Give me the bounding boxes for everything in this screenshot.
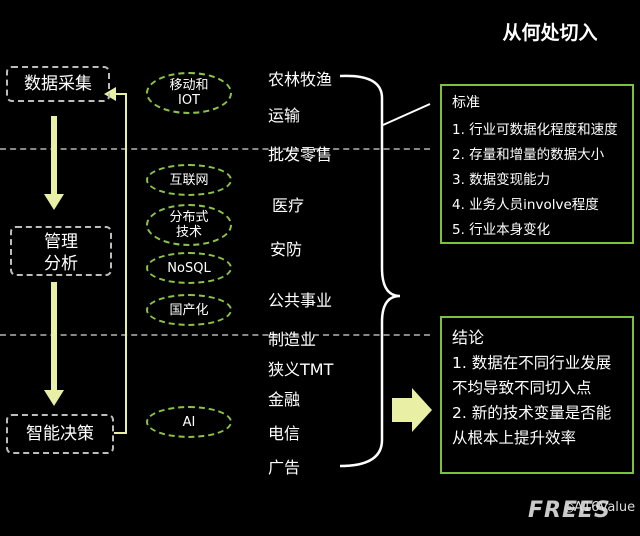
- industry-label: 批发零售: [268, 145, 333, 164]
- tech-oval-nosql: NoSQL: [146, 252, 232, 284]
- tech-label: 国产化: [169, 302, 209, 318]
- watermark-text: A16Value: [574, 500, 636, 515]
- stage-label-line2: 分析: [44, 254, 78, 274]
- watermark-logo: FREES: [528, 498, 611, 523]
- tech-label: 技术: [175, 225, 202, 240]
- industry-label: 运输: [268, 106, 301, 125]
- industry-label: 广告: [268, 458, 301, 477]
- industry-label: 公共事业: [268, 291, 333, 310]
- tech-oval-mobile-iot: 移动和 IOT: [146, 72, 232, 114]
- industry-label: 安防: [270, 240, 303, 259]
- criteria-item: 3. 数据变现能力: [452, 172, 551, 188]
- industry-label: 电信: [268, 424, 301, 443]
- right-arrow-icon: [392, 388, 432, 432]
- connector-line: [382, 103, 431, 126]
- tech-label: IOT: [177, 93, 200, 108]
- section-divider: [0, 334, 430, 336]
- criteria-panel: 标准 1. 行业可数据化程度和速度 2. 存量和增量的数据大小 3. 数据变现能…: [440, 84, 634, 244]
- tech-label: 互联网: [169, 172, 209, 188]
- tech-label: NoSQL: [167, 260, 211, 276]
- stage-label: 智能决策: [26, 424, 94, 444]
- criteria-item: 1. 行业可数据化程度和速度: [452, 122, 618, 138]
- feedback-arrow-head-icon: [104, 87, 116, 101]
- industry-label: 制造业: [268, 330, 317, 349]
- criteria-item: 4. 业务人员involve程度: [452, 197, 599, 213]
- criteria-item: 2. 存量和增量的数据大小: [452, 147, 605, 163]
- criteria-item: 5. 行业本身变化: [452, 222, 551, 238]
- stage-label-line1: 管理: [44, 232, 78, 252]
- industry-label: 医疗: [272, 196, 305, 215]
- industry-label: 农林牧渔: [268, 70, 333, 89]
- criteria-title: 标准: [452, 95, 480, 111]
- conclusion-panel: 结论 1. 数据在不同行业发展 不均导致不同切入点 2. 新的技术变量是否能 从…: [440, 316, 634, 474]
- feedback-arrow-icon: [112, 93, 127, 434]
- conclusion-item: 不均导致不同切入点: [452, 379, 592, 397]
- stage-data-collection: 数据采集: [6, 66, 110, 102]
- down-arrow-icon: [44, 116, 64, 210]
- tech-oval-distributed: 分布式 技术: [146, 204, 232, 246]
- conclusion-item: 1. 数据在不同行业发展: [452, 354, 612, 372]
- conclusion-item: 2. 新的技术变量是否能: [452, 404, 612, 422]
- stage-intelligent-decision: 智能决策: [6, 414, 114, 454]
- industry-label: 狭义TMT: [268, 360, 334, 379]
- tech-label: 移动和: [169, 78, 209, 93]
- brace-icon: [339, 74, 401, 468]
- page-title: 从何处切入: [502, 22, 598, 44]
- tech-label: AI: [182, 414, 196, 430]
- conclusion-item: 从根本上提升效率: [452, 429, 577, 447]
- tech-oval-internet: 互联网: [146, 164, 232, 196]
- industry-label: 金融: [268, 390, 301, 409]
- watermark: FREES A16Value ◎: [528, 494, 636, 530]
- stage-label: 数据采集: [24, 74, 92, 94]
- down-arrow-icon: [44, 282, 64, 406]
- stage-management-analysis: 管理 分析: [10, 226, 112, 276]
- tech-oval-domestic: 国产化: [146, 294, 232, 326]
- wechat-icon: ◎: [564, 500, 575, 514]
- section-divider: [0, 148, 430, 150]
- tech-label: 分布式: [169, 210, 209, 225]
- conclusion-title: 结论: [452, 328, 485, 347]
- tech-oval-ai: AI: [146, 406, 232, 438]
